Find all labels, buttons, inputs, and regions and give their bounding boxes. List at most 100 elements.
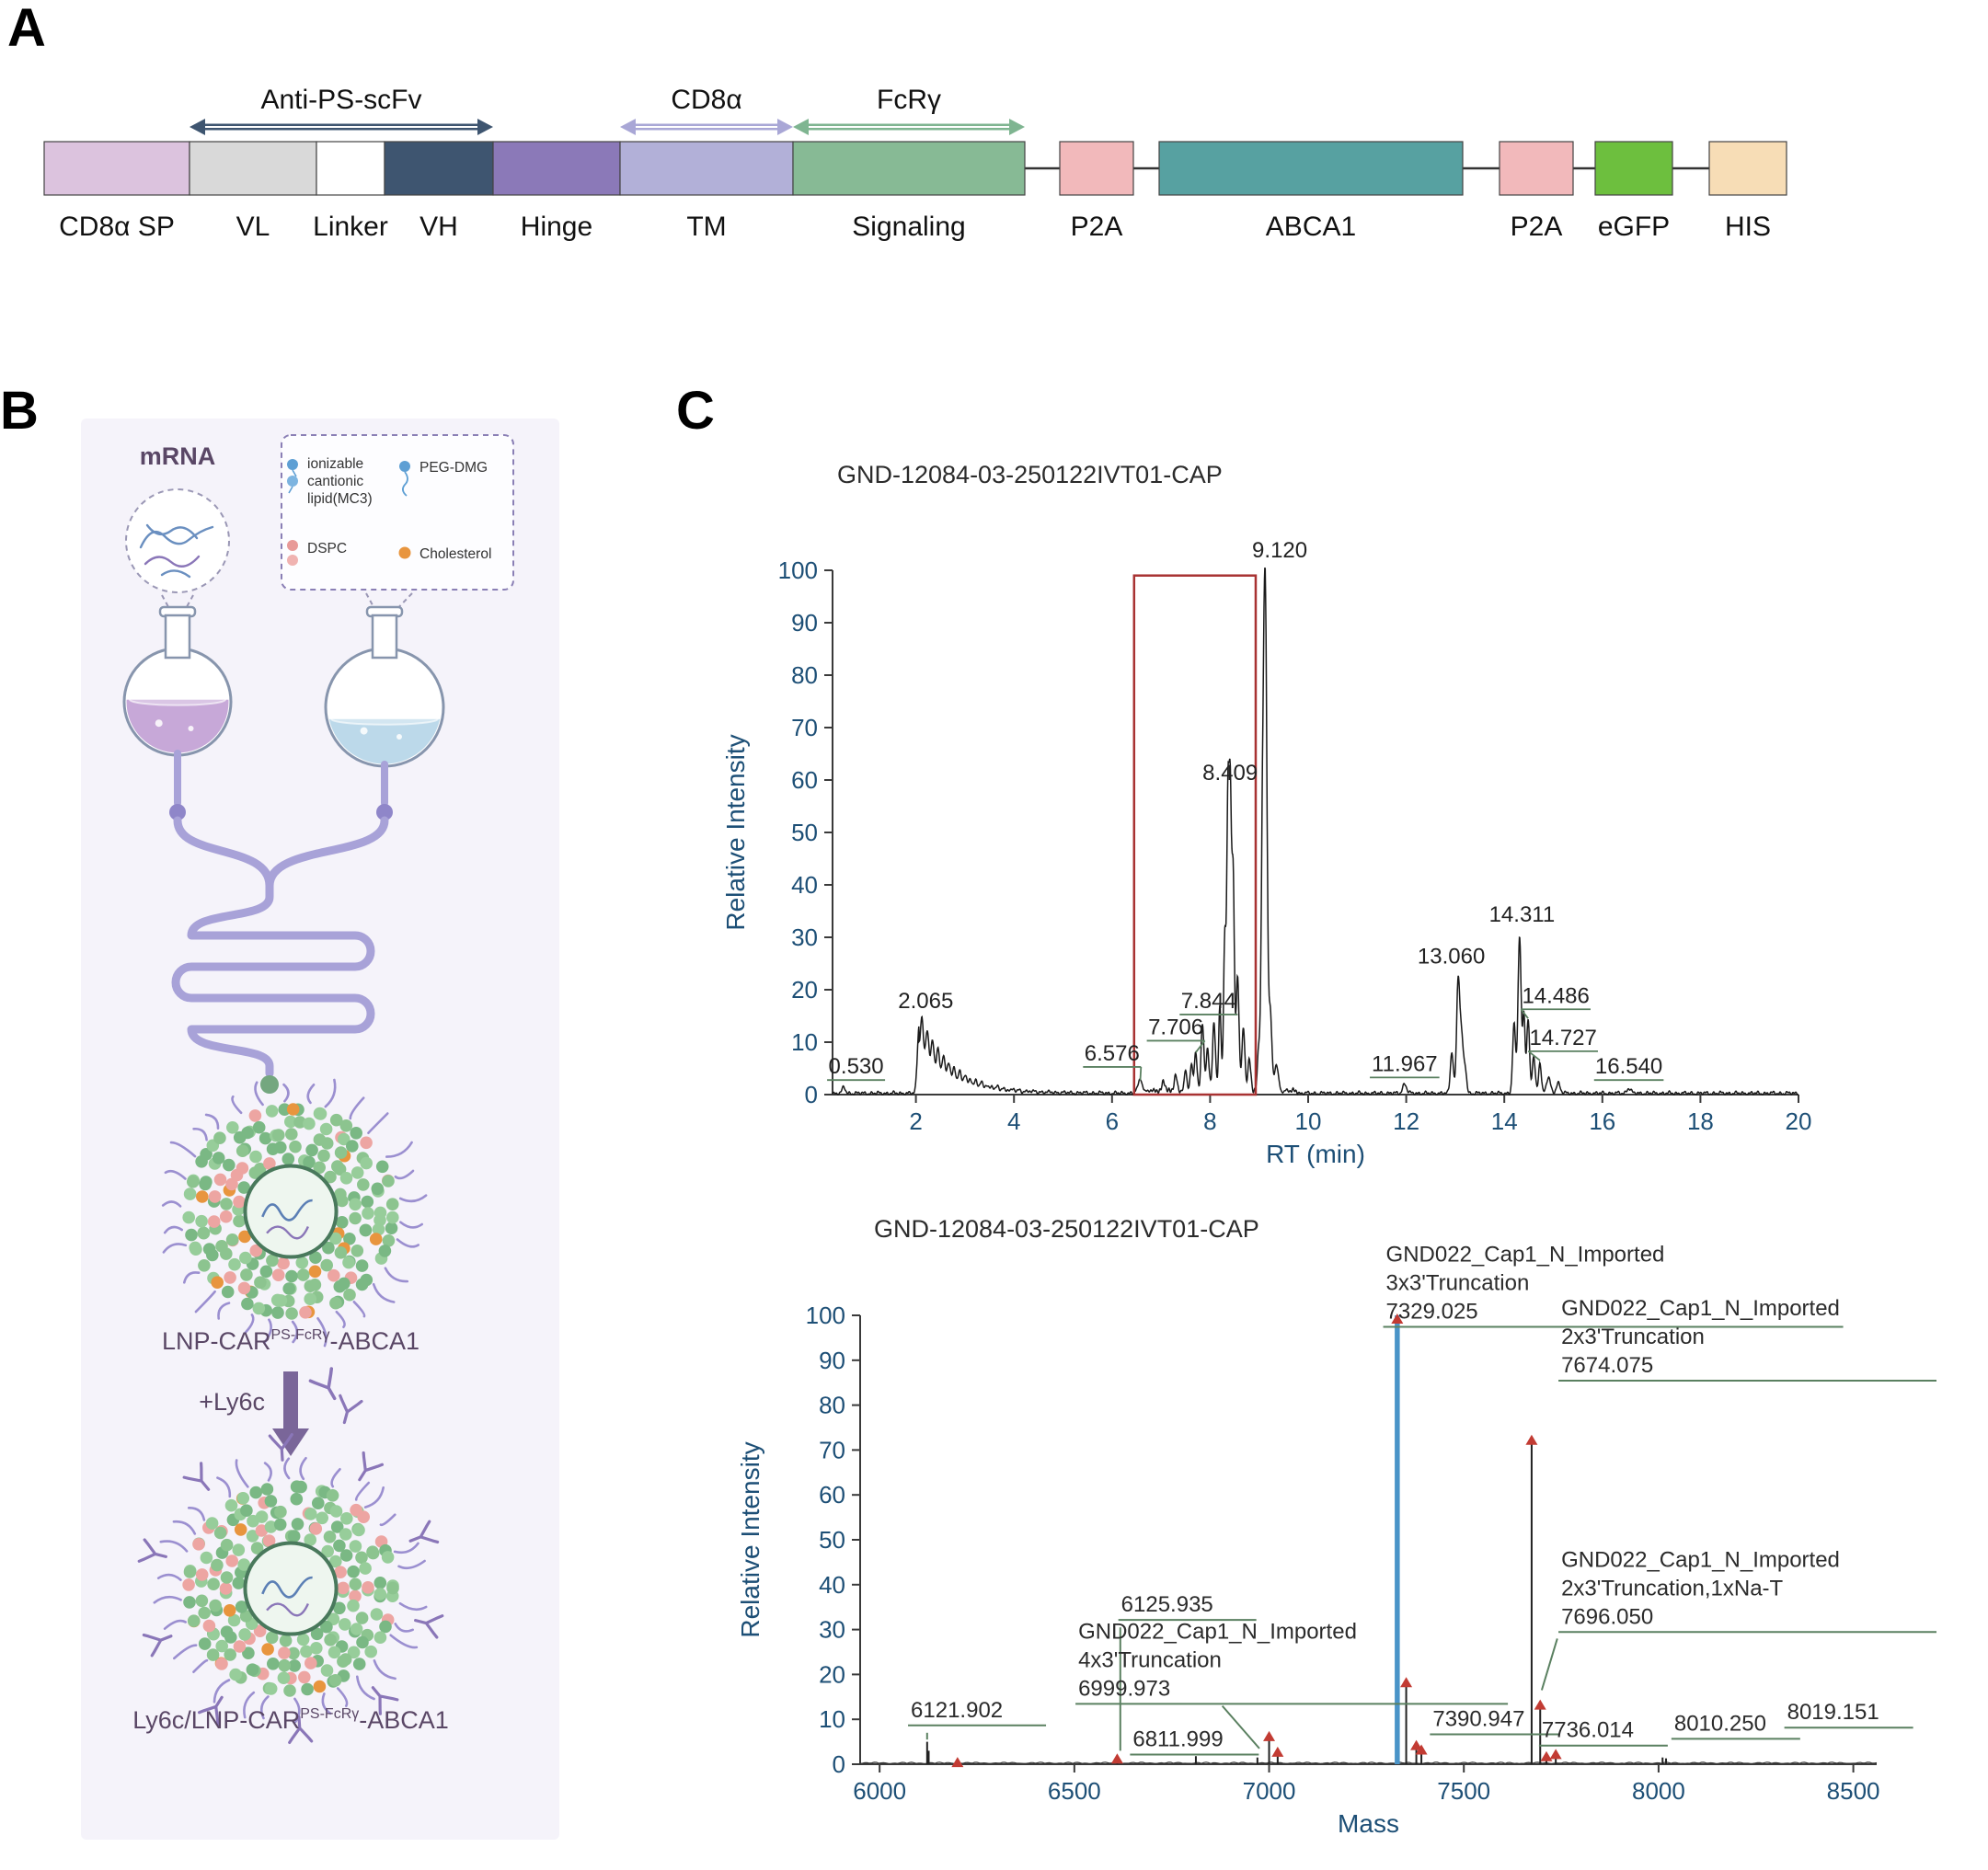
lipid-dot [352, 1658, 366, 1670]
peg-hair [162, 1243, 188, 1254]
lipid-dot [364, 1645, 378, 1658]
lipid-dot [320, 1258, 334, 1272]
segment-label: TM [686, 212, 726, 242]
lipid-dot [195, 1214, 208, 1228]
lipid-dot [381, 1551, 395, 1564]
peg-hair [156, 1573, 182, 1581]
lipid-dot [196, 1190, 209, 1203]
peg-hair [192, 1127, 208, 1142]
y-tick-label: 20 [791, 976, 818, 1004]
peg-hair [192, 1658, 209, 1673]
y-tick-label: 70 [791, 714, 818, 741]
x-tick-label: 8500 [1827, 1777, 1880, 1805]
peak-label: 7.844 [1181, 989, 1236, 1014]
panel-b-label: B [0, 381, 39, 441]
lipid-dot [334, 1566, 347, 1578]
peak-label: 11.967 [1372, 1051, 1438, 1076]
lipid-dot [236, 1144, 249, 1157]
annotation-line: 6125.935 [1121, 1592, 1213, 1617]
cholesterol-icon [398, 546, 411, 559]
serpentine-mixer [171, 881, 375, 1078]
lipid-dot [326, 1489, 339, 1502]
lipid-dot [225, 1233, 239, 1246]
arrowhead-right [477, 119, 493, 135]
x-tick-label: 4 [1007, 1107, 1020, 1135]
lipid-dot [266, 1254, 279, 1268]
lipid-dot [304, 1279, 317, 1292]
lipid-dot [329, 1296, 342, 1310]
lipid-dot [350, 1127, 363, 1140]
x-tick-label: 2 [909, 1107, 922, 1135]
annotation-line: 8019.151 [1787, 1700, 1879, 1725]
mrna-strand [144, 555, 201, 568]
lipid-dot [310, 1642, 323, 1655]
lipid-dot [233, 1640, 247, 1653]
lipid-dot [336, 1216, 349, 1229]
lipid-dot [317, 1149, 330, 1163]
match-marker-triangle [1415, 1744, 1428, 1755]
peg-hair [187, 1506, 206, 1521]
lipid-dot [249, 1244, 263, 1257]
ionizable-lipid-icon [287, 476, 298, 487]
lnp-particle [161, 1078, 428, 1348]
peg-hair [169, 1141, 197, 1158]
x-tick-label: 6000 [853, 1777, 906, 1805]
antibody-icon [414, 1614, 444, 1639]
domain-arrow-label: Anti-PS-scFv [260, 85, 421, 115]
lipid-dot [324, 1170, 337, 1184]
lipid-dot [321, 1544, 335, 1558]
peg-hair [397, 1559, 426, 1570]
lipid-dot [234, 1523, 247, 1536]
lipid-dot [296, 1268, 310, 1281]
annotation-line: GND022_Cap1_N_Imported [1078, 1619, 1357, 1644]
lipid-dot [271, 1268, 285, 1281]
peg-hair [194, 1290, 216, 1314]
lipid-dot [328, 1674, 342, 1687]
lipid-dot [206, 1648, 220, 1661]
lipid-dot [369, 1233, 383, 1245]
lipid-dot [386, 1581, 399, 1595]
x-axis-label: RT (min) [1266, 1140, 1365, 1168]
match-marker-triangle [1400, 1677, 1413, 1688]
antibody-icon [408, 1520, 440, 1544]
lipid-dot [198, 1606, 211, 1620]
lipid-dot [285, 1128, 298, 1141]
peg-hair [243, 1691, 256, 1719]
core-mrna-strand [266, 1602, 309, 1617]
lipid-dot [183, 1596, 196, 1609]
lipid-dot [349, 1577, 362, 1591]
lipid-dot [237, 1181, 250, 1194]
lipid-dot [198, 1637, 212, 1650]
lipid-dot [356, 1635, 369, 1649]
antibody-icon [288, 1715, 314, 1745]
segment-label: VH [419, 212, 458, 242]
peg-hair [213, 1679, 231, 1704]
lipid-dot [254, 1276, 267, 1289]
lipid-dot [248, 1109, 262, 1122]
lipid-dot [253, 1163, 267, 1176]
lipid-dot [197, 1226, 211, 1240]
lipid-dot [195, 1594, 209, 1608]
ly6c-label: +Ly6c [199, 1388, 265, 1416]
lipid-dot [208, 1190, 222, 1203]
y-axis-label: Relative Intensity [721, 734, 750, 930]
legend-text: lipid(MC3) [307, 491, 373, 507]
peg-hair [394, 1169, 415, 1180]
peg-hair [324, 1078, 337, 1108]
merge-channel [173, 816, 274, 890]
lipid-dot [238, 1628, 251, 1641]
lipid-dot [229, 1668, 242, 1681]
segment-label: Hinge [521, 212, 592, 242]
lipid-dot [246, 1530, 259, 1543]
peg-hair [389, 1634, 419, 1649]
lipid-dot [260, 1483, 274, 1496]
lipid-dot [274, 1294, 288, 1307]
lipid-dot [252, 1302, 266, 1315]
lipid-dot [183, 1187, 197, 1200]
lipid-dot [226, 1121, 239, 1134]
y-tick-label: 50 [791, 819, 818, 846]
mixer-outlet-dot [260, 1075, 279, 1094]
lipid-dot [347, 1599, 360, 1612]
